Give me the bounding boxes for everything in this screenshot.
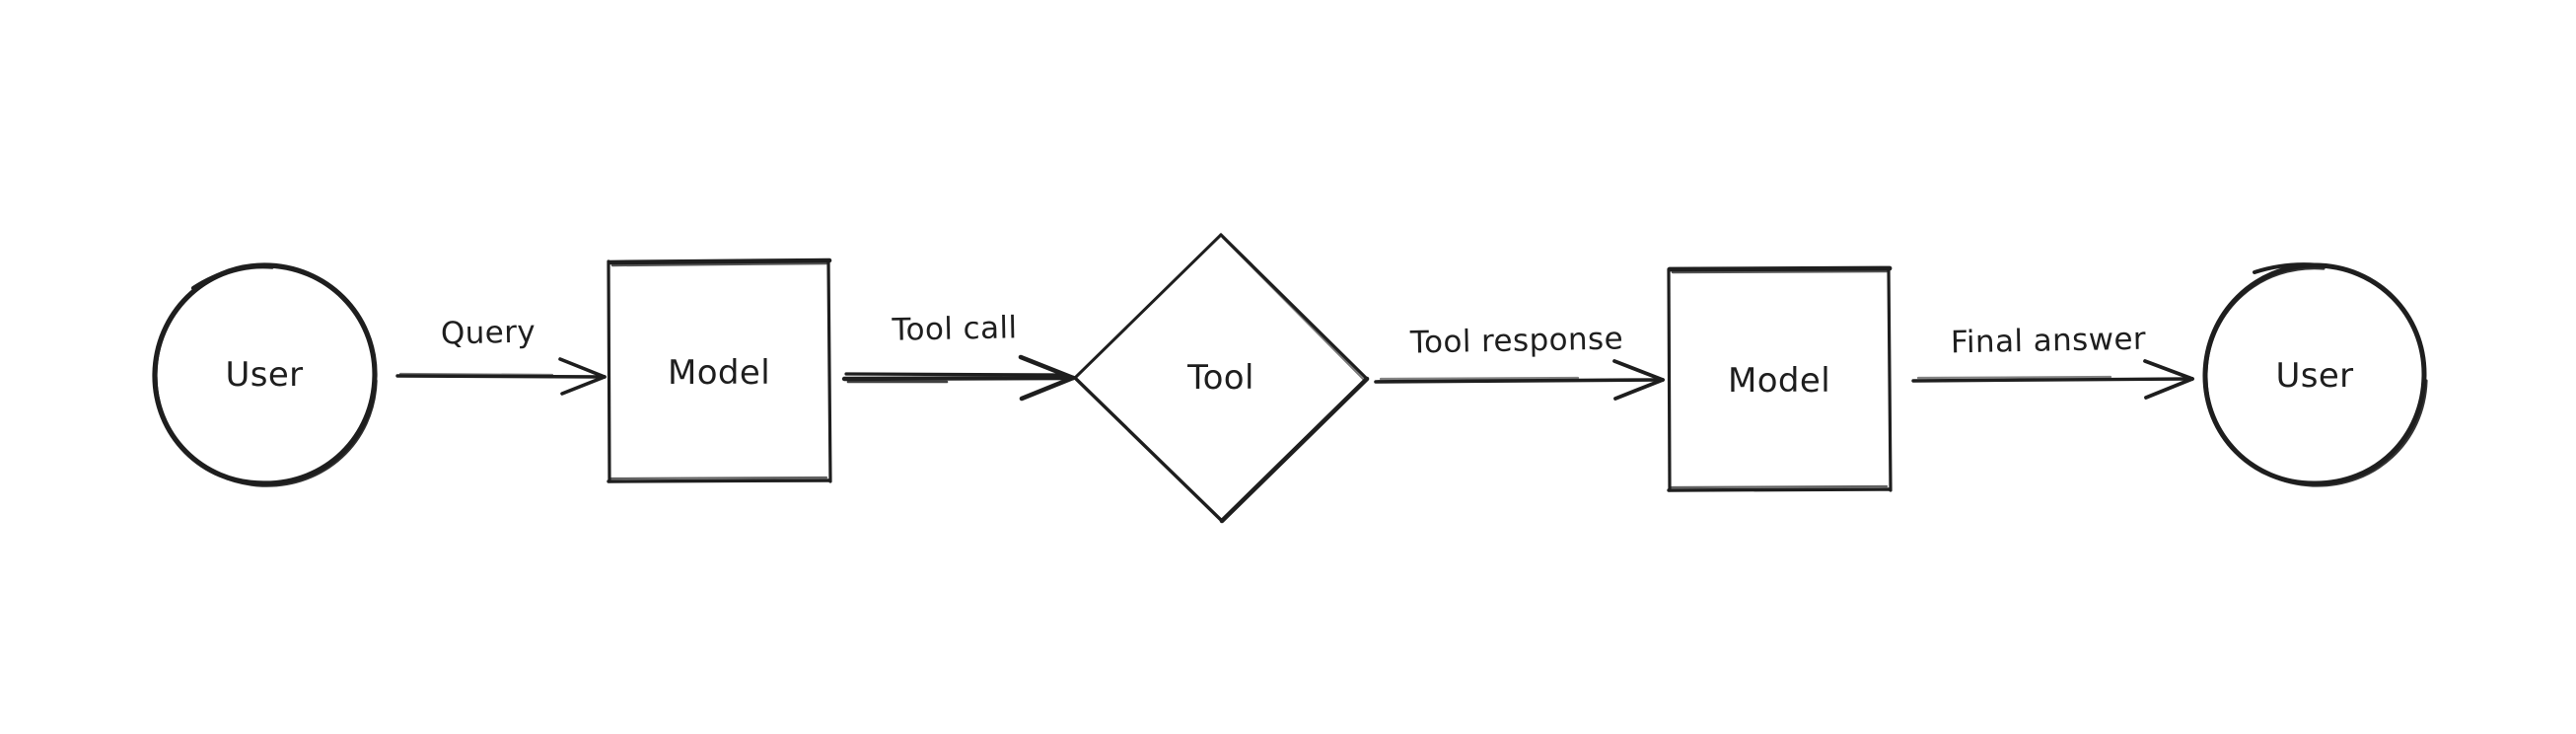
node-user-end[interactable] (2202, 262, 2428, 487)
edge-query-arrow (395, 357, 607, 396)
edge-tool-call-arrow (841, 354, 1076, 402)
edge-label-tool-response: Tool response (1409, 321, 1624, 361)
edge-label-tool-call: Tool call (892, 310, 1018, 348)
node-label-user-end: User (2275, 356, 2354, 396)
node-label-tool: Tool (1187, 358, 1254, 398)
node-label-model-second: Model (1727, 361, 1831, 401)
node-label-model-first: Model (667, 353, 771, 393)
edge-tool-response-arrow (1374, 359, 1665, 401)
node-label-user-start: User (225, 355, 304, 395)
node-tool[interactable] (1073, 233, 1370, 524)
edge-final-answer-arrow (1911, 359, 2194, 400)
node-model-second[interactable] (1667, 265, 1893, 492)
edge-label-final-answer: Final answer (1950, 321, 2147, 361)
node-user-start[interactable] (152, 262, 378, 487)
edge-label-query: Query (440, 314, 537, 352)
node-model-first[interactable] (607, 257, 832, 483)
